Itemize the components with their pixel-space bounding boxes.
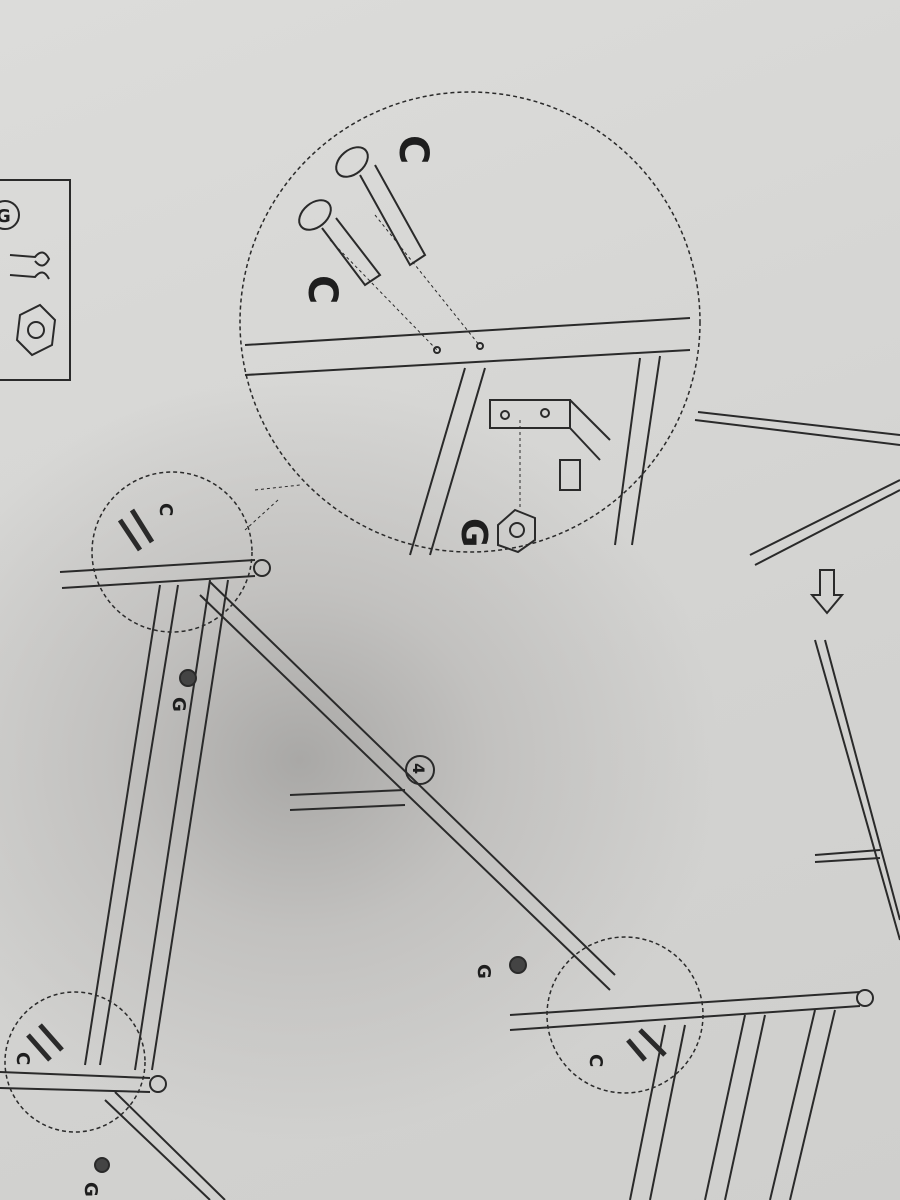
joint-bolt-label: C <box>155 503 176 516</box>
down-arrow-icon <box>809 569 845 615</box>
detail-bolt-label: C <box>390 135 436 164</box>
bolt-icon <box>298 199 382 287</box>
bolt-icon <box>26 508 667 1062</box>
part-g-circle <box>0 200 20 230</box>
detail-nut-label: G <box>453 518 494 548</box>
joint-nut-label: G <box>473 964 494 979</box>
wrench-icon <box>9 251 51 280</box>
frame-assembly <box>0 559 874 1200</box>
hex-nut-icon <box>497 508 536 554</box>
parts-box <box>0 179 71 381</box>
hex-nut-icon <box>15 303 57 357</box>
joint-bolt-label: C <box>12 1052 33 1065</box>
step-number: 4 <box>409 763 428 774</box>
parts-label-g: G <box>0 206 11 227</box>
detail-bolt-label: C <box>299 275 345 304</box>
bolt-icon <box>335 146 427 267</box>
detail-callout <box>239 91 701 556</box>
joint-nut-label: G <box>80 1182 101 1197</box>
joint-nut-label: G <box>168 697 189 712</box>
joint-bolt-label: C <box>585 1054 606 1067</box>
